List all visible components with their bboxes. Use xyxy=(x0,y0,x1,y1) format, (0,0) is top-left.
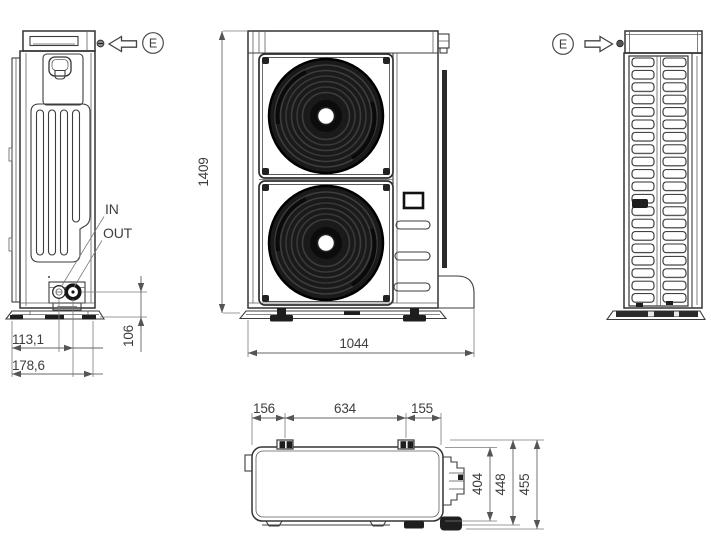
side-coil-edge xyxy=(442,70,447,268)
dimension-1044: 1044 xyxy=(247,308,475,357)
dimension-178-6: 178,6 xyxy=(12,358,103,378)
front-body xyxy=(247,30,439,309)
fan-top xyxy=(267,57,385,175)
dimension-106: 106 xyxy=(82,276,147,352)
top-body xyxy=(251,446,444,522)
valve-cover-tab xyxy=(437,275,475,309)
left-handle xyxy=(48,56,72,77)
svg-text:448: 448 xyxy=(493,474,508,496)
dimension-1409: 1409 xyxy=(196,30,247,314)
screw-icon-right xyxy=(616,39,624,48)
svg-text:178,6: 178,6 xyxy=(12,358,45,373)
detail-arrow-left-icon xyxy=(107,35,138,53)
detail-marker-right xyxy=(552,33,574,55)
label-in: IN xyxy=(105,201,119,217)
top-view: 156 634 155 404 448 455 xyxy=(244,401,544,531)
svg-text:1044: 1044 xyxy=(339,336,369,351)
left-side-view: E IN OUT 113,1 178,6 106 xyxy=(4,30,164,378)
front-base-plate xyxy=(238,310,448,320)
svg-text:455: 455 xyxy=(517,474,532,496)
svg-text:156: 156 xyxy=(253,401,275,416)
svg-text:113,1: 113,1 xyxy=(12,332,44,347)
svg-text:155: 155 xyxy=(411,401,433,416)
detail-label-left: E xyxy=(149,37,157,51)
dimension-156-634-155: 156 634 155 xyxy=(251,401,442,445)
mounting-bracket-left xyxy=(276,439,294,450)
detail-arrow-right-icon xyxy=(584,35,614,53)
left-handle-panel xyxy=(42,53,84,106)
label-out: OUT xyxy=(103,225,133,241)
dimension-113-1: 113,1 xyxy=(12,332,103,352)
svg-text:634: 634 xyxy=(334,401,357,416)
dimension-404-448-455: 404 448 455 xyxy=(445,439,544,530)
detail-label-right: E xyxy=(559,38,567,52)
detail-marker-left xyxy=(142,32,164,54)
svg-text:1409: 1409 xyxy=(196,157,211,186)
right-side-view: E xyxy=(552,30,706,321)
left-top-cap xyxy=(22,30,96,52)
foot-left xyxy=(270,315,293,322)
svg-text:404: 404 xyxy=(470,472,485,495)
valve-block-shadow xyxy=(440,516,462,531)
left-base-plate xyxy=(4,310,105,320)
foot-right xyxy=(403,315,426,322)
front-view: 1409 1044 xyxy=(196,30,475,357)
rating-label xyxy=(402,191,425,210)
right-body xyxy=(623,52,703,309)
vent-grid xyxy=(628,55,689,307)
pipe-fitting xyxy=(442,456,465,506)
mounting-bracket-right xyxy=(397,439,415,450)
side-handle xyxy=(632,199,648,208)
left-louver-panel xyxy=(30,103,91,263)
right-base-plate xyxy=(605,310,706,321)
fan-bottom xyxy=(267,184,385,302)
svg-text:106: 106 xyxy=(121,325,136,347)
